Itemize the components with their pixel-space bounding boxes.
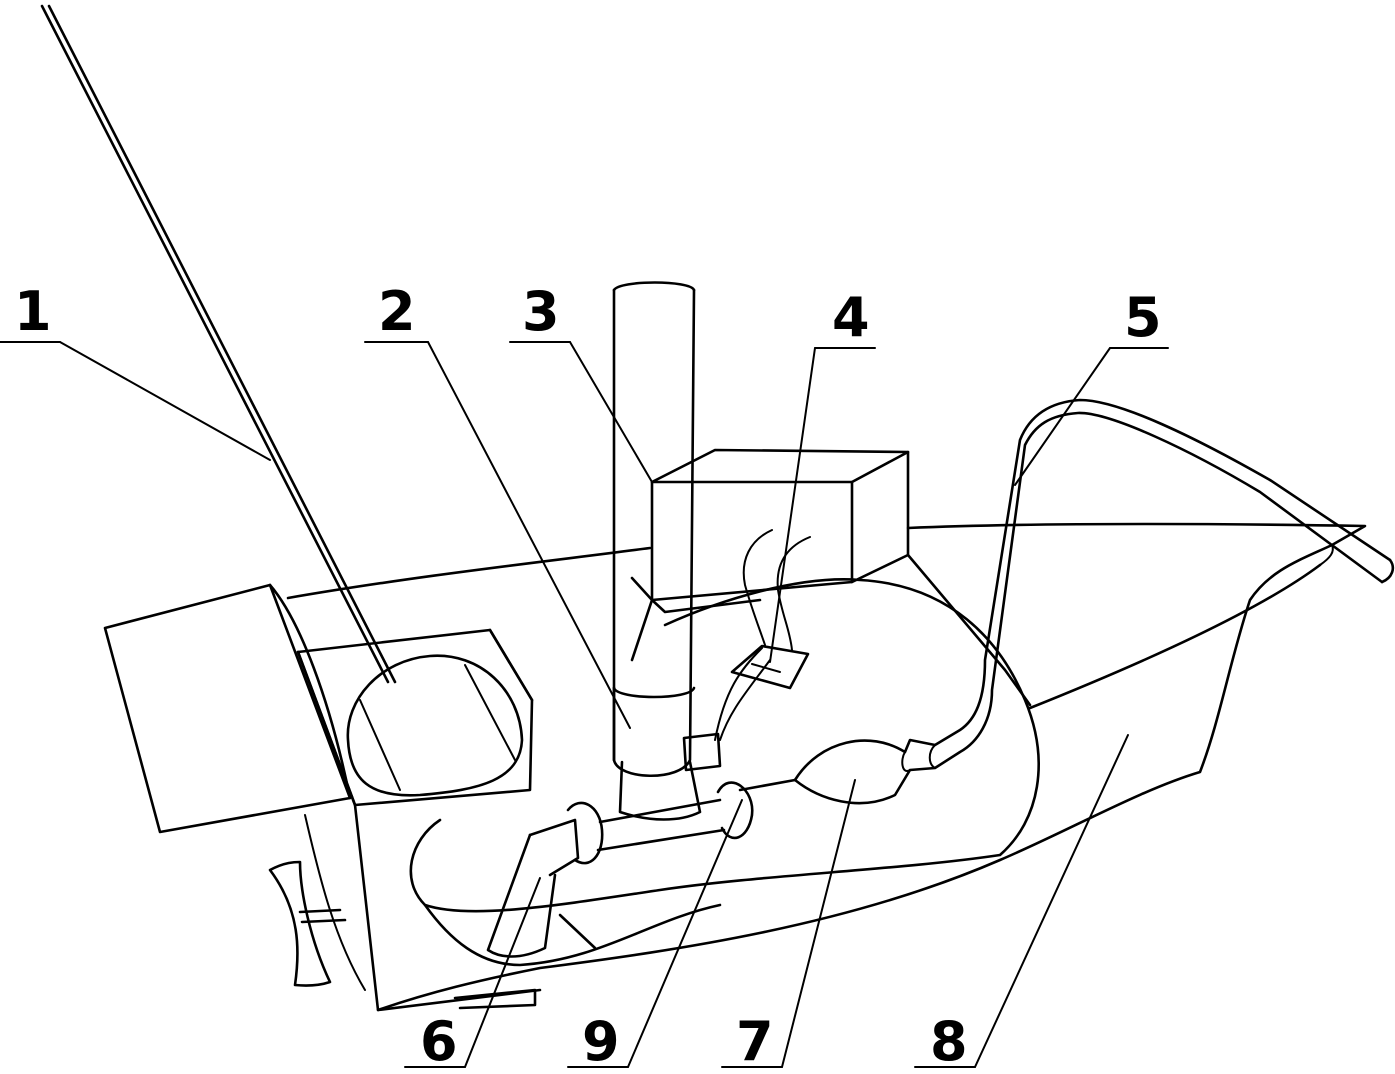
label-6: 6 (420, 1010, 458, 1073)
label-3: 3 (522, 280, 560, 343)
boat-hull (286, 522, 1367, 1012)
label-9: 9 (582, 1010, 620, 1073)
label-8: 8 (930, 1010, 968, 1073)
label-4: 4 (832, 286, 870, 349)
leader-lines (0, 341, 1169, 1068)
label-1: 1 (14, 280, 52, 343)
inlet-hose (793, 398, 1395, 805)
propeller (268, 814, 366, 991)
label-2: 2 (378, 280, 416, 343)
label-5: 5 (1124, 286, 1162, 349)
water-bag (409, 578, 1040, 967)
antenna (40, 4, 397, 684)
electrical-box (630, 448, 1032, 707)
pump-motor (612, 281, 722, 821)
label-7: 7 (736, 1010, 774, 1073)
part-labels: 1 2 3 4 5 6 9 7 8 (14, 280, 1162, 1073)
sensor-module (714, 529, 811, 741)
outlet-pipe (486, 778, 797, 958)
engine-cover (103, 583, 352, 834)
control-hatch-box (296, 628, 542, 1012)
